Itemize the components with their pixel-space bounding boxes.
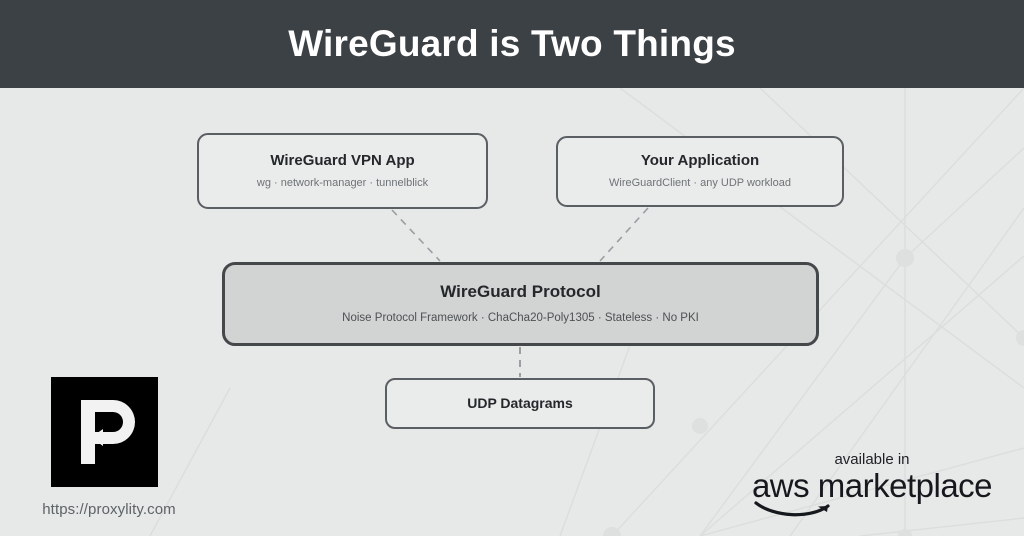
proxylity-logo: [51, 377, 158, 487]
aws-available-label: available in: [834, 451, 910, 468]
aws-wordmark: aws marketplace: [751, 467, 993, 517]
connector-vpn-app-to-protocol: [391, 209, 441, 262]
brand-block: https://proxylity.com: [24, 377, 194, 518]
connector-your-app-to-protocol: [599, 207, 649, 262]
aws-marketplace-badge: available in aws marketplace: [748, 451, 996, 517]
box-your-application[interactable]: Your Application WireGuardClient · any U…: [556, 136, 844, 207]
box-subtitle: WireGuardClient · any UDP workload: [609, 177, 791, 190]
box-title: Your Application: [640, 152, 760, 170]
page-title: WireGuard is Two Things: [288, 22, 736, 64]
box-wireguard-vpn-app[interactable]: WireGuard VPN App wg · network-manager ·…: [197, 133, 488, 209]
amazon-smile-swoosh-icon: [754, 501, 830, 517]
proxylity-p-arrow-icon: [81, 400, 135, 464]
box-wireguard-protocol[interactable]: WireGuard Protocol Noise Protocol Framew…: [222, 262, 819, 346]
aws-wordmark-text: aws marketplace: [751, 467, 993, 504]
header-bar: WireGuard is Two Things: [0, 0, 1024, 88]
box-title: WireGuard VPN App: [270, 151, 415, 169]
box-subtitle: Noise Protocol Framework · ChaCha20-Poly…: [342, 311, 699, 324]
box-title: WireGuard Protocol: [440, 282, 601, 302]
box-subtitle: wg · network-manager · tunnelblick: [256, 176, 429, 189]
box-title: UDP Datagrams: [467, 395, 573, 412]
box-udp-datagrams[interactable]: UDP Datagrams: [385, 378, 655, 429]
brand-url[interactable]: https://proxylity.com: [42, 501, 176, 518]
